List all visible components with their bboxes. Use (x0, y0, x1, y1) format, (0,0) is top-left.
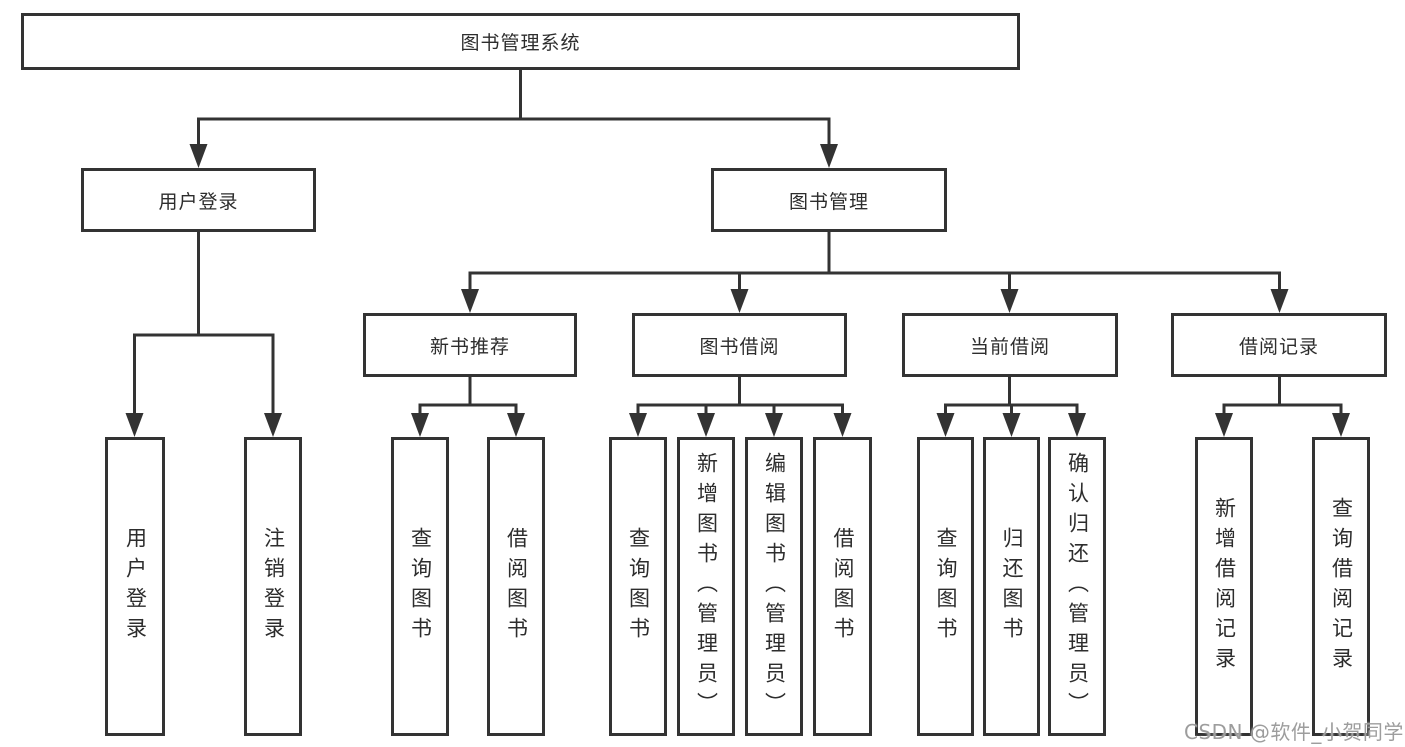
leaf-edit-books-admin: 编辑图书（管理员） (745, 437, 803, 736)
leaf-user-login: 用户登录 (105, 437, 165, 736)
leaf-confirm-return-admin: 确认归还（管理员） (1048, 437, 1106, 736)
node-label: 用户登录 (123, 526, 148, 647)
node-label: 新增图书（管理员） (694, 451, 719, 722)
leaf-query-borrow-record: 查询借阅记录 (1312, 437, 1370, 736)
node-label: 新增借阅记录 (1212, 496, 1237, 677)
node-label: 借阅图书 (831, 526, 855, 647)
node-label: 查询图书 (626, 526, 651, 647)
leaf-query-books-borrowing: 查询图书 (609, 437, 667, 736)
node-label: 借阅记录 (1238, 335, 1319, 358)
node-user-login: 用户登录 (81, 168, 316, 232)
node-label: 新书推荐 (429, 335, 510, 358)
node-label: 查询图书 (408, 526, 433, 647)
node-label: 图书借阅 (699, 335, 780, 358)
node-label: 注销登录 (261, 526, 286, 647)
node-label: 用户登录 (158, 190, 239, 213)
node-borrowing-records: 借阅记录 (1171, 313, 1387, 377)
node-label: 归还图书 (1000, 526, 1024, 647)
node-library-management-system: 图书管理系统 (21, 13, 1020, 70)
node-label: 确认归还（管理员） (1065, 451, 1090, 722)
node-label: 图书管理 (788, 190, 869, 213)
leaf-logout-login: 注销登录 (244, 437, 302, 736)
leaf-add-books-admin: 新增图书（管理员） (677, 437, 735, 736)
node-label: 当前借阅 (969, 335, 1050, 358)
node-label: 查询借阅记录 (1329, 496, 1354, 677)
node-label: 编辑图书（管理员） (762, 451, 787, 722)
csdn-watermark: CSDN @软件_小贺同学 (1184, 720, 1404, 744)
node-book-borrowing: 图书借阅 (632, 313, 847, 377)
leaf-add-borrow-record: 新增借阅记录 (1195, 437, 1253, 736)
node-label: 查询图书 (934, 526, 958, 647)
node-label: 借阅图书 (504, 526, 529, 647)
leaf-query-books-recommend: 查询图书 (391, 437, 449, 736)
node-label: 图书管理系统 (460, 32, 581, 54)
leaf-return-books: 归还图书 (983, 437, 1040, 736)
leaf-borrow-books-recommend: 借阅图书 (487, 437, 545, 736)
node-book-management: 图书管理 (711, 168, 947, 232)
leaf-query-books-current: 查询图书 (917, 437, 974, 736)
node-new-book-recommend: 新书推荐 (363, 313, 577, 377)
leaf-borrow-books-borrowing: 借阅图书 (813, 437, 872, 736)
node-current-borrowing: 当前借阅 (902, 313, 1118, 377)
